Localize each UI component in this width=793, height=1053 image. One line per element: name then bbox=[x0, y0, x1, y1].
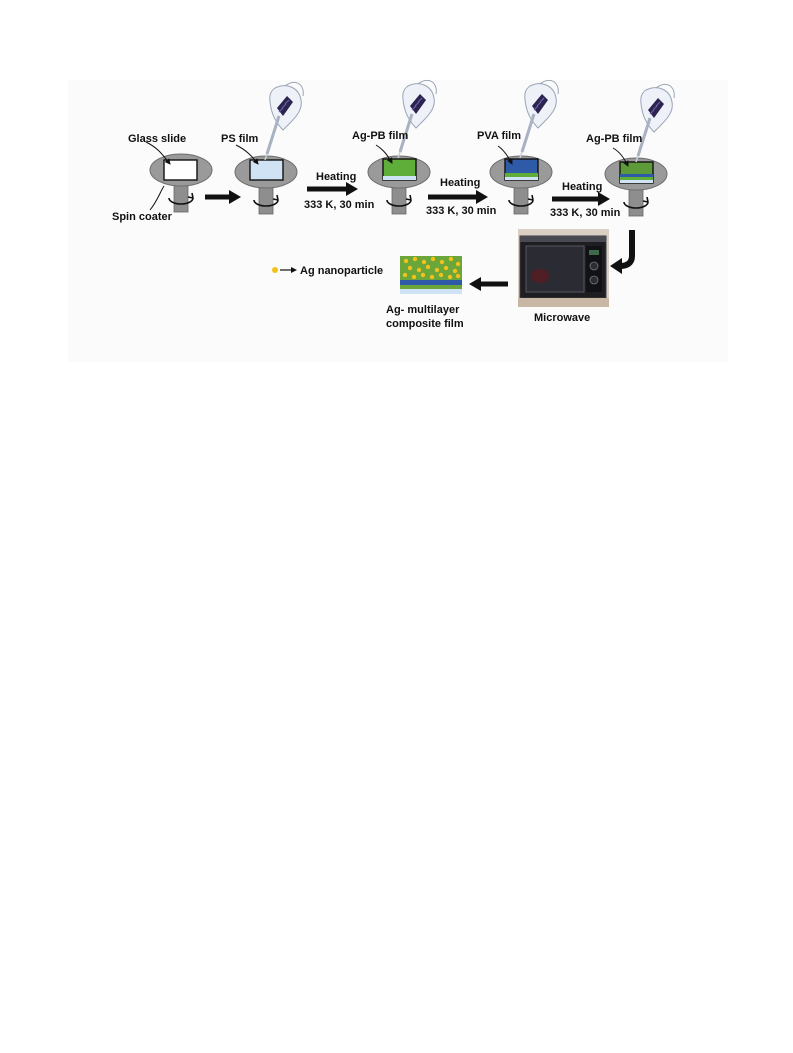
heating-label-2: Heating bbox=[440, 177, 480, 189]
figure-panel bbox=[68, 80, 728, 362]
ps-film-label: PS film bbox=[221, 133, 259, 145]
heating-label-3: Heating bbox=[562, 181, 602, 193]
nanoparticle-dot-icon bbox=[272, 267, 278, 273]
pipette-hand-icon bbox=[396, 78, 438, 160]
heating-condition-2: 333 K, 30 min bbox=[426, 205, 497, 217]
station-glass-slide bbox=[145, 141, 213, 213]
station-ag-pb-film-1 bbox=[367, 78, 438, 215]
glass-slide-label: Glass slide bbox=[128, 133, 186, 145]
ag-nanoparticle-label: Ag nanoparticle bbox=[300, 265, 383, 277]
ag-pb-film-label-2: Ag-PB film bbox=[586, 133, 642, 145]
pva-film-label: PVA film bbox=[477, 130, 521, 142]
station-pva-film bbox=[489, 78, 560, 215]
ps-film-layer bbox=[249, 159, 284, 181]
heating-condition-1: 333 K, 30 min bbox=[304, 199, 375, 211]
ag-pb-film-label-1: Ag-PB film bbox=[352, 130, 408, 142]
heating-label-1: Heating bbox=[316, 171, 356, 183]
microwave-label: Microwave bbox=[534, 312, 590, 324]
composite-label-line1: Ag- multilayer bbox=[386, 304, 460, 316]
heating-condition-3: 333 K, 30 min bbox=[550, 207, 621, 219]
station-ag-pb-film-2 bbox=[604, 82, 676, 217]
spin-coater-label: Spin coater bbox=[112, 211, 173, 223]
microwave-oven-icon bbox=[518, 229, 609, 307]
pipette-hand-icon bbox=[518, 78, 560, 160]
composite-label-line2: composite film bbox=[386, 318, 464, 330]
station-ps-film bbox=[234, 80, 305, 215]
pipette-hand-icon bbox=[263, 80, 305, 162]
composite-film bbox=[400, 256, 462, 294]
pipette-hand-icon bbox=[634, 82, 676, 164]
glass-slide bbox=[163, 159, 198, 181]
